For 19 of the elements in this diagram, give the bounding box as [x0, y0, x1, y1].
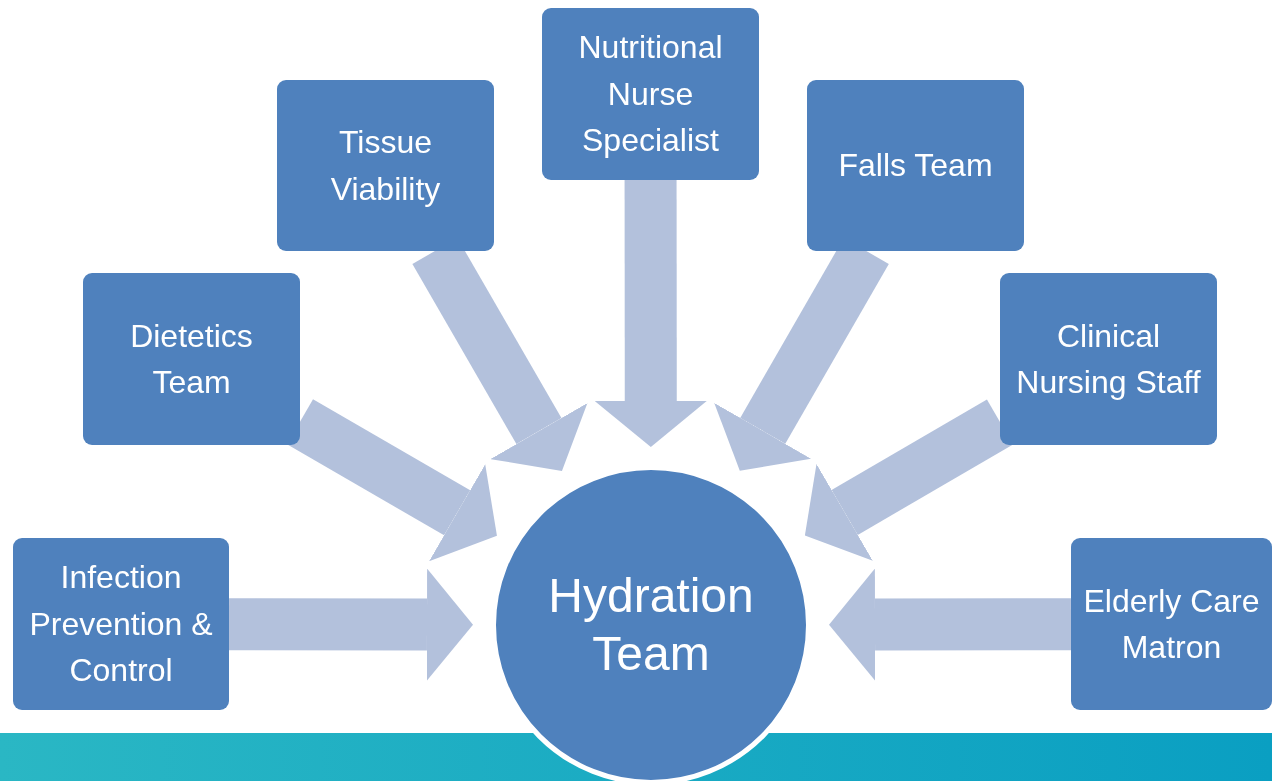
- team-box: [83, 273, 300, 445]
- block-arrow: [287, 399, 497, 562]
- team-name: Elderly Care Matron: [1082, 581, 1261, 667]
- team-box: [807, 80, 1024, 251]
- team-name: Falls Team: [838, 146, 993, 186]
- team-box: [1000, 273, 1217, 445]
- team-name: Nutritional Nurse Specialist: [577, 28, 724, 161]
- block-arrow: [594, 180, 707, 447]
- block-arrow: [228, 568, 473, 681]
- team-box: [277, 80, 494, 251]
- team-name: Tissue Viability: [329, 123, 442, 209]
- team-box: [542, 8, 759, 180]
- team-box: [13, 538, 229, 710]
- block-arrow: [804, 399, 1014, 561]
- team-name: Hydration Team: [547, 568, 755, 682]
- team-name: Clinical Nursing Staff: [1015, 316, 1202, 402]
- team-name: Infection Prevention & Control: [28, 558, 214, 691]
- team-name: Dietetics Team: [129, 316, 254, 402]
- team-box: [1071, 538, 1272, 710]
